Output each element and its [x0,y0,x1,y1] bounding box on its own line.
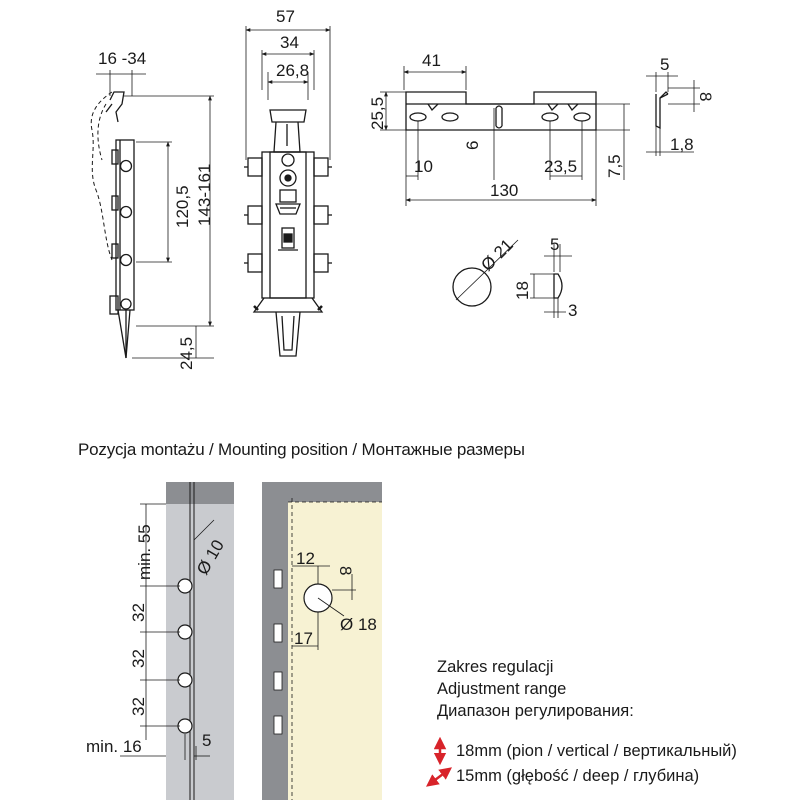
dim-bracket-width: 5 [660,55,669,74]
dim-outer: 57 [276,7,295,26]
dim-rail-slot-height: 6 [463,141,482,150]
dim-mid: 34 [280,33,299,52]
dim-offset-x: 12 [296,549,315,568]
dim-rail-right-slot: 23,5 [544,157,577,176]
mount-hole-1 [177,578,193,594]
dim-bracket-thickness: 1,8 [670,135,694,154]
dim-rail-slot-offset: 10 [414,157,433,176]
depth-arrow-icon [426,767,452,787]
dim-rail-top-left: 41 [422,51,441,70]
adjustment-title-pl: Zakres regulacji [437,658,554,676]
dim-total: 143-161 [195,164,214,226]
dim-cap-depth: 3 [568,301,577,320]
bracket-view [646,72,700,156]
dim-rail-flange: 7,5 [605,154,624,178]
mount-hole-2 [177,624,193,640]
mounting-right-panel [262,482,382,800]
dim-cap-width: 5 [550,235,559,254]
adjustment-vertical: 18mm (pion / vertical / вертикальный) [456,742,737,760]
dim-spacing-2: 32 [129,649,148,668]
dim-spacing-3: 32 [129,697,148,716]
dim-rail-length: 130 [490,181,518,200]
dim-min-edge: min. 16 [86,737,142,756]
dim-hinge-hole-dia: Ø 18 [340,615,377,634]
rail-view [380,66,630,206]
dim-spacing-1: 32 [129,603,148,622]
dim-hook: 16 -34 [98,49,146,68]
side-hole-4 [120,298,132,310]
side-hole-3 [119,253,133,267]
dim-hole-spacing: 120,5 [173,185,192,228]
adjustment-depth: 15mm (głębość / deep / глубина) [456,767,700,785]
mount-hole-3 [177,672,193,688]
side-hole-2 [119,205,133,219]
adjustment-title-ru: Диапазон регулирования: [437,702,634,720]
dim-cap-height: 18 [513,281,532,300]
mounting-left-panel [120,482,234,800]
dim-cap-diameter: Ø 21 [477,235,516,274]
dim-rail-height: 25,5 [368,97,387,130]
cap-view [452,239,572,318]
front-view [244,26,332,357]
mount-hole-4 [177,718,193,734]
dim-min-top: min. 55 [135,524,154,580]
adjustment-title-en: Adjustment range [437,680,567,698]
dim-depth: 17 [294,629,313,648]
dim-edge-offset: 5 [202,731,211,750]
side-view [90,70,214,359]
dim-inner: 26,8 [276,61,309,80]
mounting-caption: Pozycja montażu / Mounting position / Мо… [78,440,525,459]
dim-bottom: 24,5 [177,337,196,370]
cap-circle [452,267,492,307]
dim-offset-y: 8 [336,566,355,575]
dim-bracket-height: 8 [696,92,715,101]
side-hole-1 [119,159,133,173]
